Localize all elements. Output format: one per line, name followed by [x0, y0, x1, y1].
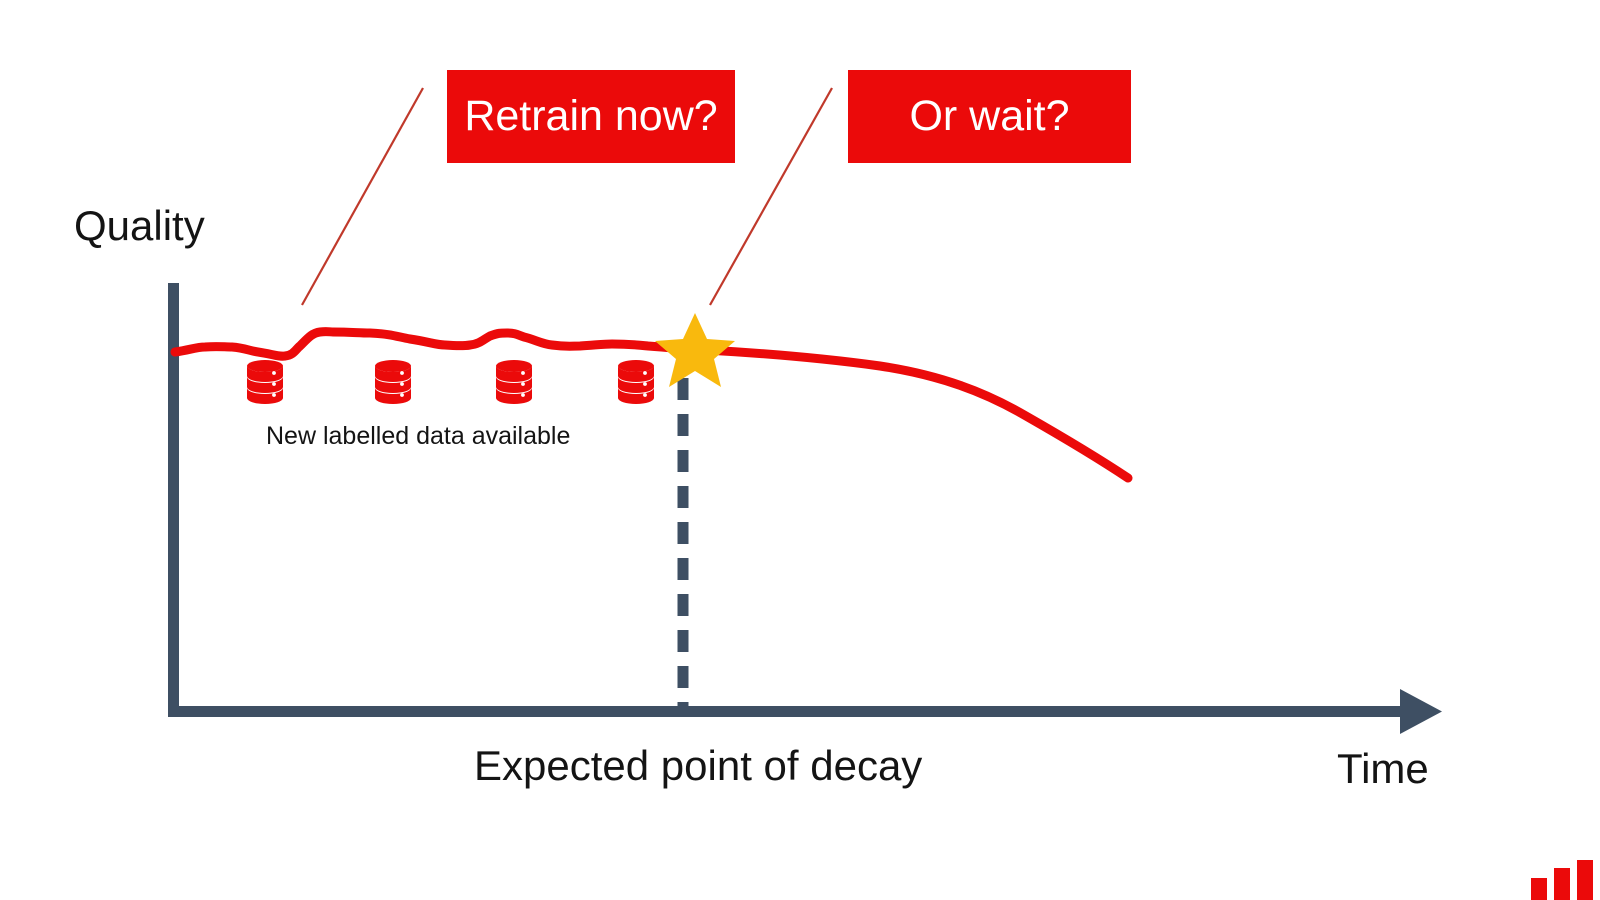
callout-retrain-label: Retrain now?: [464, 92, 718, 140]
database-icon: [375, 360, 411, 404]
expected-decay-label: Expected point of decay: [474, 742, 923, 789]
quality-curve-decay: [701, 345, 1133, 483]
callout-retrain-now[interactable]: Retrain now?: [447, 70, 735, 163]
star-icon: [655, 313, 735, 387]
leader-line-retrain: [301, 87, 424, 306]
x-axis-line: [168, 706, 1408, 717]
callout-wait-label: Or wait?: [909, 92, 1070, 140]
x-axis-label: Time: [1337, 745, 1429, 792]
y-axis-label: Quality: [74, 202, 205, 249]
leader-line-wait: [709, 87, 833, 306]
database-icon: [496, 360, 532, 404]
y-axis-line: [168, 283, 179, 717]
x-axis-arrow-icon: [1400, 689, 1442, 734]
database-icon: [247, 360, 283, 404]
new-labelled-data-label: New labelled data available: [266, 422, 571, 450]
database-icon: [618, 360, 654, 404]
callout-or-wait[interactable]: Or wait?: [848, 70, 1131, 163]
quality-curve-stable: [170, 327, 717, 361]
bar-chart-logo-icon: [1531, 860, 1593, 900]
